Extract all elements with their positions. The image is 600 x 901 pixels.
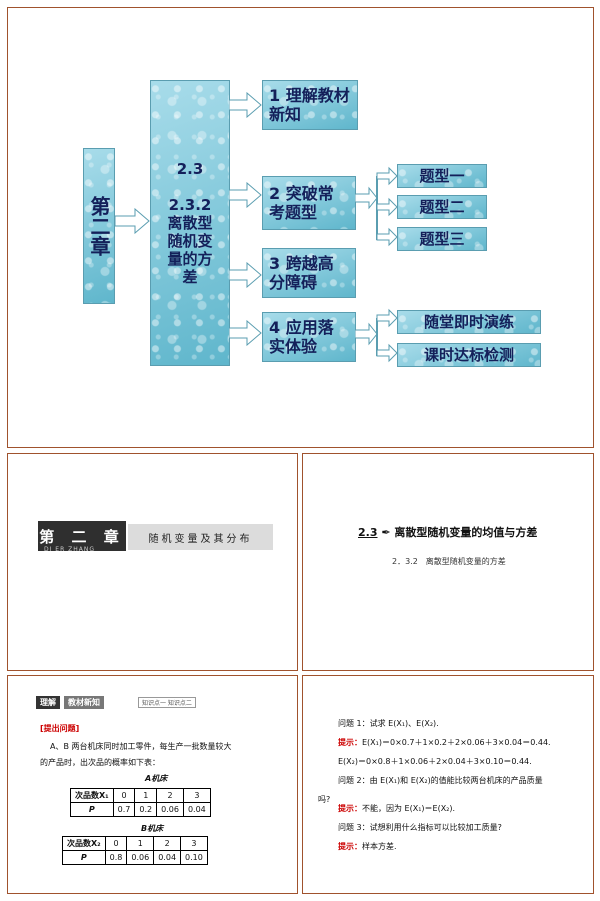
section-subtitle: 2．3.2 离散型随机变量的方差 <box>392 557 506 566</box>
table-cell: 0 <box>112 788 136 803</box>
table-cell: 次品数X₁ <box>70 788 114 803</box>
chapter-arrow <box>115 208 150 234</box>
section-panel <box>302 453 594 671</box>
question-3: 问题 3：试想利用什么指标可以比较加工质量? <box>338 823 502 832</box>
question-2a: 问题 2：由 E(X₁)和 E(X₂)的值能比较两台机床的产品质量 <box>338 776 543 785</box>
branch-1-label: 1 理解教材新知 <box>269 85 350 124</box>
section-title: 2.3 ✒ 离散型随机变量的均值与方差 <box>358 524 537 540</box>
answer-1b: E(X₂)＝0×0.8＋1×0.06＋2×0.04＋3×0.10＝0.44. <box>338 757 532 766</box>
branch-2-label: 2 突破常考题型 <box>269 183 334 222</box>
practice-bracket <box>355 308 398 363</box>
table-b-header-row: 次品数X₂ 0 1 2 3 <box>62 836 208 851</box>
practice-1-label: 随堂即时演练 <box>423 313 514 331</box>
hint-label: 提示： <box>338 842 362 851</box>
question-type-3[interactable]: 题型三 <box>397 227 487 251</box>
table-cell: 0.10 <box>180 850 208 865</box>
branch-arrow-3 <box>229 262 262 288</box>
chapter-banner-subtitle: 随机变量及其分布 <box>128 524 273 550</box>
table-cell: 3 <box>182 788 211 803</box>
answer-1a: 提示：E(X₁)＝0×0.7＋1×0.2＋2×0.06＋3×0.04＝0.44. <box>338 737 551 748</box>
section-box: 2.3 2.3.2 离散型 随机变 量的方 差 <box>150 80 230 366</box>
table-cell: 0.04 <box>182 802 211 817</box>
branch-arrow-4 <box>229 320 262 346</box>
question-type-1[interactable]: 题型一 <box>397 164 487 188</box>
section-title-text: 离散型随机变量的均值与方差 <box>394 526 538 539</box>
problem-header: 理解 教材新知 知识点一 知识点二 <box>36 695 196 709</box>
question-type-bracket <box>355 166 398 247</box>
table-cell: P <box>70 802 114 817</box>
table-cell: 2 <box>153 836 182 851</box>
table-cell: P <box>62 850 106 865</box>
branch-4[interactable]: 4 应用落实体验 <box>262 312 356 362</box>
question-type-2[interactable]: 题型二 <box>397 195 487 219</box>
section-line-1: 离散型 <box>167 214 213 232</box>
chapter-box: 第二章 <box>83 148 115 304</box>
problem-text-1: A、B 两台机床同时加工零件，每生产一批数量较大 <box>50 742 232 751</box>
branch-4-label: 4 应用落实体验 <box>269 317 334 356</box>
table-cell: 次品数X₂ <box>62 836 106 851</box>
section-line-2: 随机变 <box>167 232 213 250</box>
question-2b: 吗? <box>318 795 331 804</box>
answer-2: 提示：不能，因为 E(X₁)＝E(X₂). <box>338 803 455 814</box>
quill-icon: ✒ <box>381 526 391 539</box>
question-type-2-label: 题型二 <box>419 198 465 216</box>
chapter-banner-title: 第 二 章 <box>38 521 126 551</box>
question-type-1-label: 题型一 <box>419 167 465 185</box>
branch-arrow-2 <box>229 182 262 208</box>
section-line-4: 差 <box>182 268 198 286</box>
table-cell: 1 <box>134 788 158 803</box>
table-a-caption: A机床 <box>145 774 168 783</box>
branch-arrow-1 <box>229 92 262 118</box>
table-a-header-row: 次品数X₁ 0 1 2 3 <box>70 788 211 803</box>
table-b-prob-row: P 0.8 0.06 0.04 0.10 <box>62 850 208 865</box>
table-a: 次品数X₁ 0 1 2 3 P 0.7 0.2 0.06 0.04 <box>70 788 211 817</box>
branch-3-label: 3 跨越高分障碍 <box>269 253 334 292</box>
problem-tag-left: 理解 <box>36 695 60 709</box>
chapter-panel <box>7 453 298 671</box>
problem-nav: 知识点一 知识点二 <box>138 696 196 708</box>
table-cell: 0.2 <box>134 802 158 817</box>
answer-3: 提示：样本方差. <box>338 841 397 852</box>
chapter-banner-title-text: 第 二 章 <box>39 527 125 546</box>
practice-2-label: 课时达标检测 <box>423 346 514 364</box>
table-cell: 0.06 <box>126 850 155 865</box>
answer-panel <box>302 675 594 894</box>
answer-2-text: 不能，因为 E(X₁)＝E(X₂). <box>362 804 456 813</box>
chapter-label: 第二章 <box>87 196 111 256</box>
raise-question-label: [提出问题] <box>40 724 80 733</box>
problem-tag-mid: 教材新知 <box>64 695 104 709</box>
section-title-number: 2.3 <box>358 526 378 539</box>
table-cell: 0.7 <box>112 802 136 817</box>
practice-2[interactable]: 课时达标检测 <box>397 343 541 367</box>
question-1: 问题 1：试求 E(X₁)、E(X₂). <box>338 719 439 728</box>
table-cell: 3 <box>180 836 208 851</box>
table-b-caption: B机床 <box>141 824 164 833</box>
problem-text-2: 的产品时，出次品的概率如下表： <box>40 758 160 767</box>
table-cell: 1 <box>126 836 155 851</box>
table-cell: 0.8 <box>104 850 128 865</box>
section-subnumber: 2.3.2 <box>168 196 212 214</box>
chapter-banner-pinyin: DI ER ZHANG <box>44 546 96 553</box>
branch-3[interactable]: 3 跨越高分障碍 <box>262 248 356 298</box>
answer-1a-text: E(X₁)＝0×0.7＋1×0.2＋2×0.06＋3×0.04＝0.44. <box>362 738 551 747</box>
table-cell: 2 <box>156 788 184 803</box>
table-a-prob-row: P 0.7 0.2 0.06 0.04 <box>70 802 211 817</box>
section-number: 2.3 <box>176 160 204 178</box>
table-cell: 0 <box>104 836 128 851</box>
practice-1[interactable]: 随堂即时演练 <box>397 310 541 334</box>
chapter-banner-subtitle-text: 随机变量及其分布 <box>148 533 253 545</box>
table-cell: 0.06 <box>156 802 184 817</box>
table-cell: 0.04 <box>153 850 182 865</box>
branch-2[interactable]: 2 突破常考题型 <box>262 176 356 230</box>
hint-label: 提示： <box>338 804 362 813</box>
branch-1[interactable]: 1 理解教材新知 <box>262 80 358 130</box>
table-b: 次品数X₂ 0 1 2 3 P 0.8 0.06 0.04 0.10 <box>62 836 208 865</box>
question-type-3-label: 题型三 <box>419 230 465 248</box>
hint-label: 提示： <box>338 738 362 747</box>
answer-3-text: 样本方差. <box>362 842 397 851</box>
section-line-3: 量的方 <box>167 250 213 268</box>
